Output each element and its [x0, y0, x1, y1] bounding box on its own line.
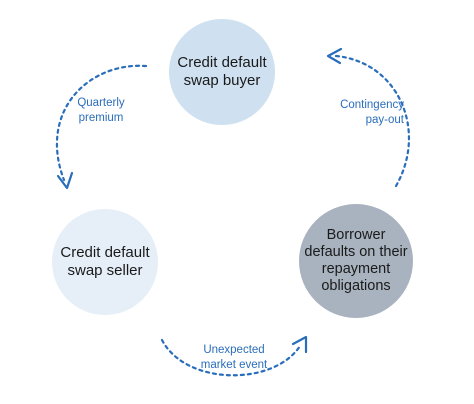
arrowhead-event: [291, 335, 308, 354]
node-borrower: Borrower defaults on their repayment obl…: [299, 204, 413, 318]
node-cds-buyer-label: Credit default swap buyer: [177, 54, 267, 89]
arrowhead-premium: [56, 171, 74, 190]
node-cds-seller-label: Credit default swap seller: [60, 244, 150, 279]
arrow-premium: [55, 64, 148, 182]
node-borrower-label: Borrower defaults on their repayment obl…: [304, 227, 408, 294]
edge-label-premium: Quarterly premium: [58, 96, 144, 126]
arrowhead-contingency: [326, 47, 343, 65]
edge-label-premium-text: Quarterly premium: [77, 97, 125, 124]
edge-label-event-text: Unexpected market event: [200, 344, 268, 371]
node-cds-seller: Credit default swap seller: [52, 209, 158, 315]
arrow-event: [160, 338, 302, 377]
node-cds-buyer: Credit default swap buyer: [169, 19, 275, 125]
edge-label-contingency-text: Contingency pay-out: [340, 99, 404, 126]
arrow-contingency: [334, 54, 411, 188]
edge-label-event: Unexpected market event: [186, 343, 282, 373]
edge-label-contingency: Contingency pay-out: [318, 98, 404, 128]
